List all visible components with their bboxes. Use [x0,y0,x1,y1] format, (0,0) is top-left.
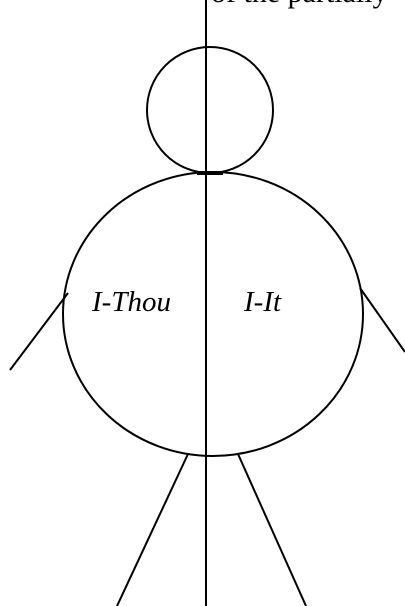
clipped-caption-text: of the partially [211,0,388,10]
figure-body [62,171,364,457]
right-leg [237,453,307,606]
right-arm [359,287,405,353]
figure-head [146,46,274,174]
label-i-it: I-It [243,286,282,318]
label-i-thou: I-Thou [91,286,171,318]
left-arm [9,292,69,371]
left-leg [116,453,189,606]
